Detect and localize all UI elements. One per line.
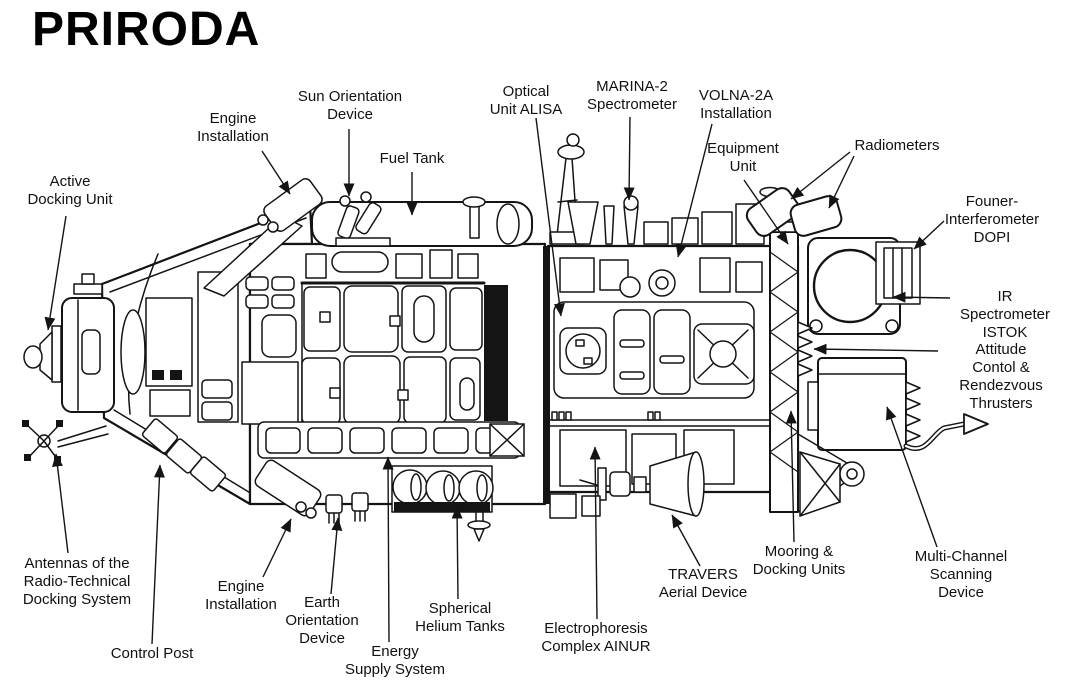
leader-mooring-docking-units <box>785 410 797 543</box>
label-equipment-unit: Equipment Unit <box>707 140 779 175</box>
active-docking-unit-assembly <box>23 273 115 413</box>
label-fuel-tank: Fuel Tank <box>379 150 445 167</box>
label-electrophoresis-complex-ainur: Electrophoresis Complex AINUR <box>541 620 651 655</box>
label-spherical-helium-tanks: Spherical Helium Tanks <box>415 600 505 635</box>
label-ir-spectrometer-istok: IR Spectrometer ISTOK <box>959 288 1051 341</box>
engine-installation-bottom-pod <box>254 459 322 519</box>
helium-tanks <box>391 465 494 542</box>
thruster-pipe-nozzle <box>903 413 989 451</box>
spacecraft <box>22 133 989 542</box>
radio-docking-antenna <box>22 420 109 463</box>
instrument-module-interior <box>549 257 771 487</box>
label-attitude-control-thrusters: Attitude Contol & Rendezvous Thrusters <box>959 341 1043 412</box>
leader-active-docking-unit <box>44 215 67 331</box>
label-control-post: Control Post <box>110 645 194 662</box>
cone-interior <box>120 253 239 492</box>
diagram-title: PRIRODA <box>32 3 261 56</box>
label-travers-aerial-device: TRAVERS Aerial Device <box>658 566 748 601</box>
label-founer-interferometer-dopi: Founer- Interferometer DOPI <box>944 193 1040 246</box>
leader-energy-supply-system <box>382 456 394 643</box>
label-marina-2-spectrometer: MARINA-2 Spectrometer <box>586 78 678 113</box>
leader-control-post <box>151 464 165 645</box>
mooring-truss <box>797 433 865 517</box>
leader-founer-interferometer-dopi <box>913 220 945 250</box>
label-radiometers: Radiometers <box>854 137 940 154</box>
leader-spherical-helium-tanks <box>451 505 463 600</box>
leader-ir-spectrometer-istok <box>892 291 951 303</box>
aft-bulkhead <box>763 221 803 513</box>
label-earth-orientation-device: Earth Orientation Device <box>285 594 359 647</box>
leader-engine-installation-top <box>261 150 291 195</box>
leader-antennas-rtds <box>52 453 69 554</box>
label-active-docking-unit: Active Docking Unit <box>27 173 113 208</box>
pressurized-module-interior <box>241 249 525 459</box>
leader-marina-2-spectrometer <box>623 116 635 201</box>
leader-radiometers-2 <box>828 155 855 209</box>
label-optical-unit-alisa: Optical Unit ALISA <box>489 83 563 118</box>
label-engine-installation-top: Engine Installation <box>197 110 269 145</box>
leader-earth-orientation-device <box>330 517 343 595</box>
leader-radiometers-1 <box>790 151 851 200</box>
label-multi-channel-scanning-device: Multi-Channel Scanning Device <box>914 548 1008 601</box>
label-sun-orientation-device: Sun Orientation Device <box>297 88 403 123</box>
engine-installation-top-pod <box>203 178 323 297</box>
leader-engine-installation-bottom <box>262 518 292 578</box>
label-volna-2a-installation: VOLNA-2A Installation <box>698 87 774 122</box>
attitude-thruster-cluster <box>797 321 813 377</box>
leader-electrophoresis-complex-ainur <box>589 446 601 620</box>
label-antennas-rtds: Antennas of the Radio-Technical Docking … <box>22 555 132 608</box>
vent-mast <box>462 196 486 239</box>
leader-multi-channel-scanning-device <box>886 406 938 548</box>
label-engine-installation-bottom: Engine Installation <box>205 578 277 613</box>
label-mooring-docking-units: Mooring & Docking Units <box>752 543 846 578</box>
leader-lines <box>44 116 951 645</box>
dopi-interferometer-box <box>875 241 921 305</box>
scanner-box <box>807 357 921 451</box>
leader-travers-aerial-device <box>671 514 701 567</box>
leader-attitude-control-thrusters <box>813 343 939 355</box>
label-energy-supply-system: Energy Supply System <box>344 643 446 678</box>
leader-volna-2a-installation <box>675 123 713 258</box>
earth-orientation-sensors <box>325 492 369 524</box>
leader-optical-unit-alisa <box>535 117 565 317</box>
leader-equipment-unit <box>743 179 789 245</box>
sun-orientation-sensors <box>335 191 391 247</box>
travers-antenna <box>549 451 705 519</box>
